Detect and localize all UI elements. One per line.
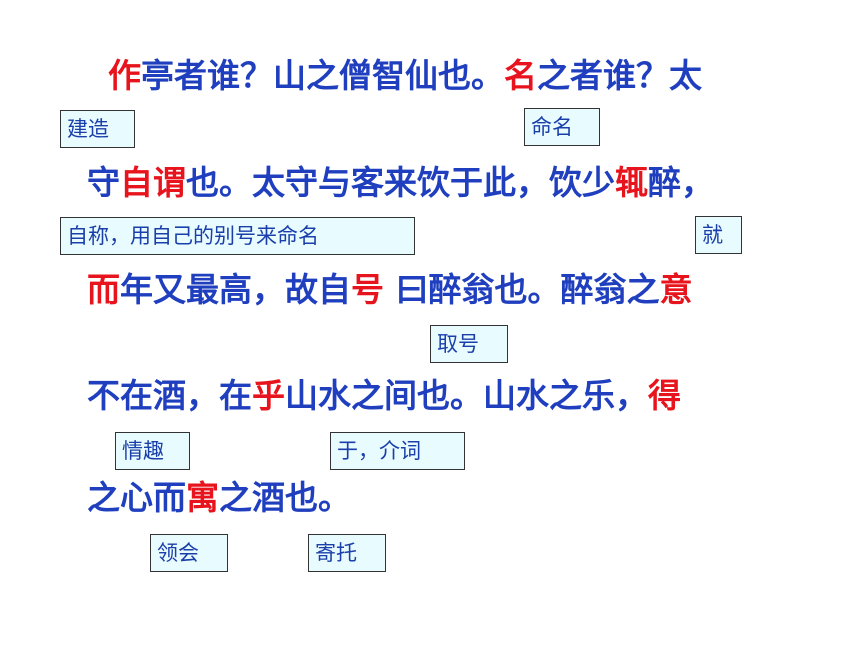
text-line-3: 而年又最高，故自号 曰醉翁也。醉翁之意 [87,270,693,310]
highlight-ming: 名 [504,56,537,95]
text-segment: 醉， [648,163,714,202]
text-line-2: 守自谓也。太守与客来饮于此，饮少辄醉， [87,163,714,203]
gloss-self-name: 自称，用自己的别号来命名 [60,217,415,255]
highlight-hu: 乎 [252,376,285,415]
gloss-interest: 情趣 [115,432,190,470]
highlight-yi: 意 [659,270,693,309]
highlight-er: 而 [87,270,120,309]
highlight-yu: 寓 [186,478,219,517]
highlight-hao: 号 [351,270,384,309]
text-segment: 守 [87,163,120,202]
highlight-ziwei: 自谓 [120,163,186,202]
text-line-5: 之心而寓之酒也。 [87,478,351,518]
gloss-build: 建造 [60,110,135,148]
gloss-naming: 命名 [524,108,600,146]
highlight-zhe: 辄 [615,163,648,202]
text-segment: 年又最高，故自 [120,270,351,309]
text-segment: 之者谁？太 [537,56,702,95]
text-segment: 之酒也。 [219,478,351,517]
gloss-take-name: 取号 [430,325,508,363]
gloss-entrust: 寄托 [308,534,386,572]
text-segment: 也。太守与客来饮于此，饮少 [186,163,615,202]
gloss-comprehend: 领会 [150,534,228,572]
highlight-de: 得 [648,376,681,415]
text-segment: 之心而 [87,478,186,517]
text-segment: 曰醉翁也。醉翁之 [384,270,660,309]
gloss-preposition: 于，介词 [330,432,465,470]
text-segment: 不在酒，在 [87,376,252,415]
text-line-4: 不在酒，在乎山水之间也。山水之乐，得 [87,376,681,416]
text-segment: 山水之间也。山水之乐， [285,376,648,415]
text-segment: 亭者谁？山之僧智仙也。 [141,56,504,95]
text-line-1: 作亭者谁？山之僧智仙也。名之者谁？太 [108,56,702,96]
gloss-then: 就 [695,216,742,254]
highlight-zuo: 作 [108,56,141,95]
